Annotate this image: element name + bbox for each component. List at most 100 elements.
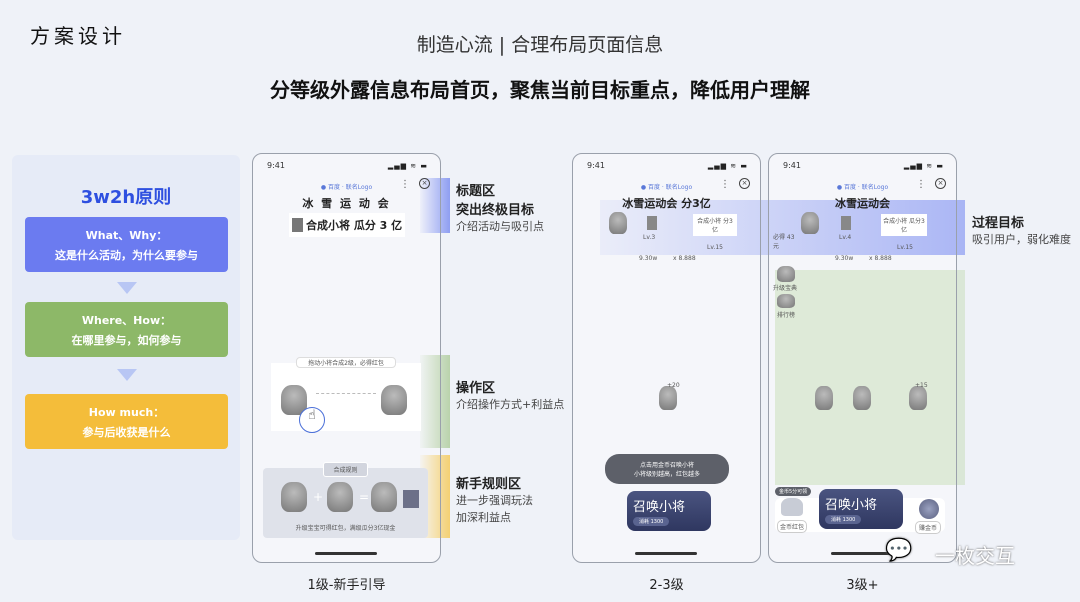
a: 这是什么活动，为什么要参与 [55, 248, 198, 262]
coin-count: 9.30w [835, 255, 854, 262]
card-icon [292, 218, 303, 232]
rules-card: 合成规则 + = 升级宝宝可得红包，满级瓜分3亿现金 [263, 462, 428, 538]
rank-icon[interactable] [777, 294, 795, 308]
a: 在哪里参与，如何参与 [71, 333, 182, 347]
side-guide[interactable]: 升级宝典 [773, 285, 798, 292]
status-icons: ▂▄▆ ≋ ▬ [903, 162, 944, 170]
goal-text: 合成小将 瓜分3亿 [881, 214, 927, 236]
home-indicator [315, 552, 377, 555]
operation-demo: 拖动小将合成2级，必得红包 ☝ [271, 357, 421, 433]
summon-label: 召唤小将 [633, 500, 686, 515]
close-icon[interactable]: × [935, 178, 946, 189]
principle-panel: 3w2h原则 What、Why：这是什么活动，为什么要参与 Where、How：… [12, 155, 240, 540]
close-icon[interactable]: × [739, 178, 750, 189]
coin-bag-button[interactable]: 金币红包 [777, 520, 808, 533]
equals-icon: = [359, 490, 370, 504]
ann-desc: 介绍活动与吸引点 [456, 220, 544, 233]
level-a: Lv.3 [643, 234, 656, 241]
goal-text: 合成小将 分3亿 [693, 214, 737, 236]
phone-level1: 9:41 ▂▄▆ ≋ ▬ ● 百度 · 联名Logo ⋮ × 冰 雪 运 动 会… [252, 153, 441, 563]
bonus-text: 必得 43元 [773, 234, 795, 250]
more-icon[interactable]: ⋮ [720, 179, 730, 190]
summon-cost: 消耗 1300 [633, 517, 670, 526]
character-icon [281, 482, 307, 512]
phone-label-level2-3: 2-3级 [649, 578, 684, 593]
more-icon[interactable]: ⋮ [400, 179, 410, 190]
more-icon[interactable]: ⋮ [916, 179, 926, 190]
a: 参与后收获是什么 [82, 425, 171, 439]
ann-title2: 突出终极目标 [456, 203, 535, 218]
status-time: 9:41 [267, 161, 285, 170]
corner-title: 方案设计 [30, 24, 126, 48]
coin-gain: +20 [667, 382, 680, 389]
side-rank[interactable]: 排行榜 [777, 312, 796, 319]
tip-line1: 点击用金币召唤小将 [639, 462, 694, 469]
process-annotation: 过程目标 吸引用户，弱化难度 [972, 212, 1071, 248]
home-indicator [635, 552, 697, 555]
earn-coin-button[interactable]: 赚金币 [915, 521, 942, 534]
close-icon[interactable]: × [419, 178, 430, 189]
character-icon [909, 386, 927, 410]
principle-title: 3w2h原则 [80, 187, 172, 208]
activity-title: 冰雪运动会 分3亿 [622, 197, 711, 210]
drag-arrow [316, 393, 376, 394]
title-zone-annotation: 标题区 突出终极目标 介绍活动与吸引点 [456, 180, 544, 235]
phone-label-level3: 3级+ [846, 578, 879, 593]
level-b: Lv.15 [897, 244, 913, 251]
activity-title: 冰 雪 运 动 会 [302, 197, 391, 210]
goal-text: 合成小将 瓜分 3 亿 [306, 219, 403, 232]
coin-count: 9.30w [639, 255, 658, 262]
tip-line2: 小将级别越高，红包越多 [633, 471, 700, 478]
brand-logo: ● 百度 · 联名Logo [640, 184, 693, 191]
ann-title: 标题区 [456, 184, 496, 199]
principle-what-why: What、Why：这是什么活动，为什么要参与 [25, 217, 228, 272]
operation-area-highlight [775, 270, 965, 485]
phone-level2-3: 9:41 ▂▄▆ ≋ ▬ ● 百度 · 联名Logo ⋮ × 冰雪运动会 分3亿… [572, 153, 761, 563]
op-zone-annotation: 操作区 介绍操作方式+利益点 [456, 377, 564, 413]
coin-gain: +15 [915, 382, 928, 389]
status-icons: ▂▄▆ ≋ ▬ [387, 162, 428, 170]
ann-desc: 进一步强调玩法 [456, 494, 533, 507]
status-icons: ▂▄▆ ≋ ▬ [707, 162, 748, 170]
card-count: x 8.888 [673, 255, 696, 262]
status-time: 9:41 [587, 161, 605, 170]
wechat-icon: 💬 [885, 538, 913, 563]
ann-desc: 介绍操作方式+利益点 [456, 398, 565, 411]
q: Where、How： [81, 313, 172, 327]
card-count: x 8.888 [869, 255, 892, 262]
rules-tab[interactable]: 合成规则 [323, 462, 368, 477]
character-icon [853, 386, 871, 410]
summon-label: 召唤小将 [825, 498, 878, 513]
ann-title: 过程目标 [972, 216, 1025, 231]
ann-title: 新手规则区 [456, 477, 522, 492]
brand-logo: ● 百度 · 联名Logo [836, 184, 889, 191]
coin-bag-icon[interactable] [781, 498, 803, 516]
summon-cost: 消耗 1300 [825, 515, 862, 524]
tap-hand-icon: ☝ [299, 407, 325, 433]
op-tip: 拖动小将合成2级，必得红包 [296, 357, 396, 368]
principle-how-much: How much：参与后收获是什么 [25, 394, 228, 449]
brand-logo: ● 百度 · 联名Logo [320, 184, 373, 191]
character-icon [371, 482, 397, 512]
down-arrow-icon [117, 282, 137, 294]
earn-coin-icon[interactable] [919, 499, 939, 519]
tip-bubble: 点击用金币召唤小将小将级别越高，红包越多 [605, 454, 729, 484]
subtitle: 制造心流 | 合理布局页面信息 [416, 34, 664, 56]
character-icon [327, 482, 353, 512]
ann-title: 操作区 [456, 381, 496, 396]
ann-desc: 加深利益点 [456, 511, 511, 524]
ann-desc: 吸引用户，弱化难度 [972, 233, 1071, 246]
level-a: Lv.4 [839, 234, 852, 241]
home-indicator [831, 552, 893, 555]
character-icon [815, 386, 833, 410]
guide-icon[interactable] [777, 266, 795, 282]
summon-button[interactable]: 召唤小将 消耗 1300 [819, 489, 903, 529]
status-time: 9:41 [783, 161, 801, 170]
summon-button[interactable]: 召唤小将 消耗 1300 [627, 491, 711, 531]
card-icon [647, 216, 657, 230]
watermark: 一枚交互 [935, 544, 1015, 568]
phone-label-level1: 1级-新手引导 [307, 578, 386, 593]
avatar [609, 212, 627, 234]
character-icon [381, 385, 407, 415]
avatar [801, 212, 819, 234]
